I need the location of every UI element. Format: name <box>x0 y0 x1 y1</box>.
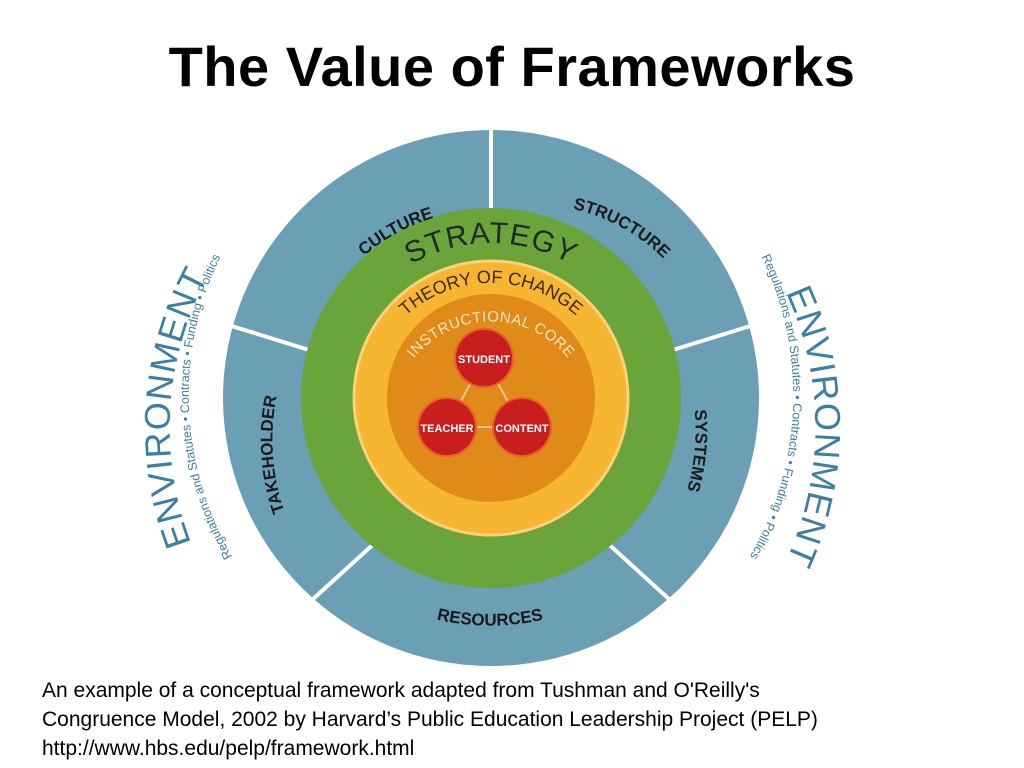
node-teacher: TEACHER <box>417 397 477 457</box>
node-content-label: CONTENT <box>495 423 548 435</box>
node-student-label: STUDENT <box>458 354 510 366</box>
caption-line-2: Congruence Model, 2002 by Harvard’s Publ… <box>42 708 818 731</box>
node-teacher-label: TEACHER <box>420 423 473 435</box>
caption-line-3: http://www.hbs.edu/pelp/framework.html <box>42 737 415 760</box>
slide-title: The Value of Frameworks <box>168 35 856 98</box>
caption: An example of a conceptual framework ada… <box>42 676 1012 763</box>
node-student: STUDENT <box>454 328 514 388</box>
caption-line-1: An example of a conceptual framework ada… <box>42 679 760 702</box>
node-content: CONTENT <box>492 397 552 457</box>
